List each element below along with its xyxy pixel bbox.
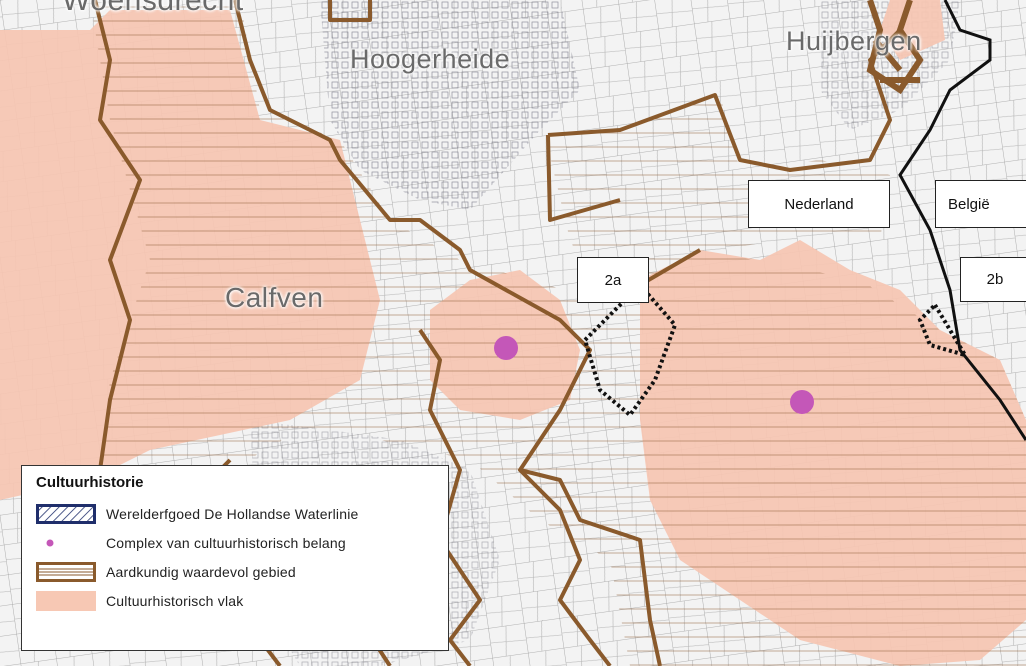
aardkundig-striped-area <box>90 0 1026 666</box>
legend-item: Aardkundig waardevol gebied <box>36 557 448 586</box>
map-legend: Cultuurhistorie Werelderfgoed De Holland… <box>21 465 449 651</box>
aardkundig-striped-area-north <box>545 95 890 300</box>
area-2b-outline <box>917 301 970 359</box>
legend-item: Werelderfgoed De Hollandse Waterlinie <box>36 499 448 528</box>
place-label-woensdrecht: Woensdrecht <box>62 0 244 17</box>
purple-dot-icon <box>494 336 518 360</box>
place-label-huijbergen: Huijbergen <box>786 26 922 56</box>
purple-dot-icon <box>36 533 96 553</box>
label-box-2b: 2b <box>960 257 1026 302</box>
legend-label: Complex van cultuurhistorisch belang <box>106 534 346 551</box>
legend-label: Aardkundig waardevol gebied <box>106 563 296 580</box>
hatched-box-icon <box>36 503 96 524</box>
place-label-hoogerheide: Hoogerheide <box>350 44 511 74</box>
salmon-area-huijbergen <box>880 0 945 60</box>
brown-striped-box-icon <box>36 561 96 582</box>
legend-label: Werelderfgoed De Hollandse Waterlinie <box>106 505 359 522</box>
label-box-belgie: België <box>935 180 1026 228</box>
label-box-2a: 2a <box>577 257 649 303</box>
legend-title: Cultuurhistorie <box>36 474 144 491</box>
huijbergen-boundary <box>866 0 924 95</box>
national-border <box>898 0 1026 441</box>
label-box-nederland: Nederland <box>748 180 890 228</box>
legend-item: Cultuurhistorisch vlak <box>36 586 448 615</box>
legend-label: Cultuurhistorisch vlak <box>106 592 244 609</box>
purple-dot-icon <box>790 390 814 414</box>
place-label-calfven: Calfven <box>225 282 324 313</box>
legend-item: Complex van cultuurhistorisch belang <box>36 528 448 557</box>
urban-area-hoogerheide <box>320 0 580 210</box>
salmon-area-icon <box>36 590 96 611</box>
